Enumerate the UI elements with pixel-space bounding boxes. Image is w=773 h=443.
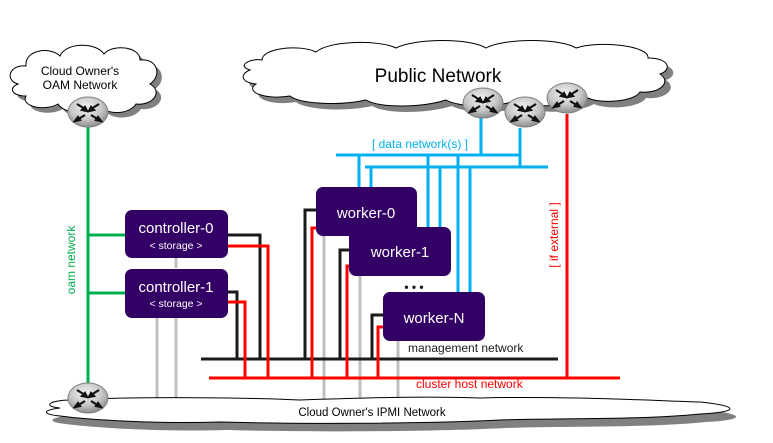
worker-0-label: worker-0 (336, 205, 395, 222)
controller-0-storage-label: < storage > (149, 240, 202, 252)
controller-1-storage-label: < storage > (149, 298, 202, 310)
oam-cloud-label-line2: OAM Network (43, 78, 119, 92)
router-icon (461, 86, 505, 120)
ipmi-cloud-label: Cloud Owner's IPMI Network (298, 407, 446, 419)
controller-0-label: controller-0 (138, 220, 213, 237)
worker-N-label: worker-N (403, 310, 465, 327)
cluster-host-network-lines (209, 114, 620, 380)
oam-cloud-label-line1: Cloud Owner's (41, 64, 119, 78)
ipmi-cloud: Cloud Owner's IPMI Network (46, 396, 736, 432)
controller-1-label: controller-1 (138, 279, 213, 296)
router-icon (503, 95, 547, 129)
worker-1-node[interactable]: worker-1 (349, 227, 451, 276)
worker-N-node[interactable]: worker-N (383, 292, 485, 341)
oam-network-lines (86, 122, 127, 392)
public-cloud-label: Public Network (375, 66, 502, 87)
oam-cloud: Cloud Owner's OAM Network (9, 44, 162, 118)
cluster-host-network-label: cluster host network (416, 377, 524, 391)
router-icon (66, 381, 110, 415)
worker-0-node[interactable]: worker-0 (316, 187, 417, 236)
router-icon (545, 81, 589, 115)
router-icon (66, 95, 110, 129)
oam-network-label: oam network (64, 225, 78, 295)
controller-0-node[interactable]: controller-0 < storage > (125, 210, 228, 258)
public-cloud: Public Network (242, 40, 674, 112)
more-workers-ellipsis: • • • (404, 280, 423, 294)
worker-1-label: worker-1 (370, 244, 429, 261)
data-network-lines (336, 118, 548, 293)
if-external-label: [ if external ] (547, 202, 561, 267)
data-network-label: [ data network(s) ] (372, 137, 468, 151)
controller-1-node[interactable]: controller-1 < storage > (125, 269, 228, 318)
management-network-lines (201, 208, 558, 361)
management-network-label: management network (408, 341, 524, 355)
